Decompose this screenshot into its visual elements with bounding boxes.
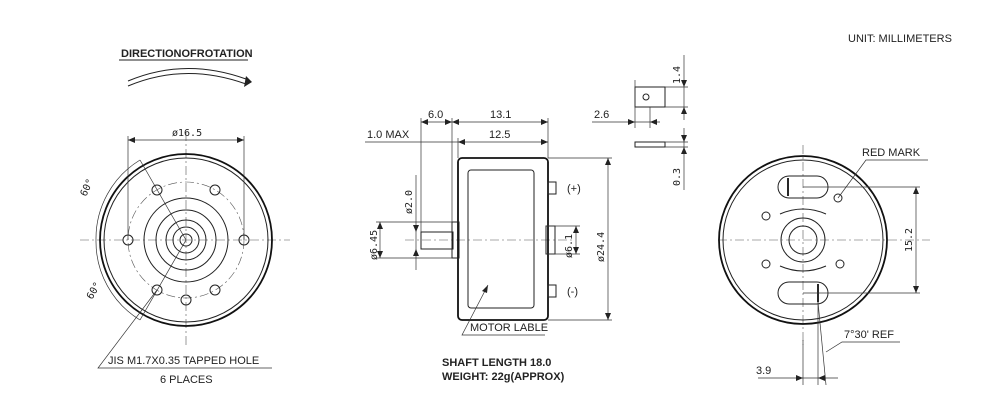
side-view: (+) (-) 6.0 13.1 1.0 MAX 12.5 ø6.45 ø2.0 xyxy=(365,109,612,383)
front-body-outline xyxy=(99,153,273,327)
motor-label-leader xyxy=(461,284,545,336)
dim-0-3-label: 0.3 xyxy=(672,168,683,186)
terminal-minus xyxy=(547,284,557,298)
motor-can xyxy=(457,157,549,321)
dim-6-1-label: ø6.1 xyxy=(564,234,575,258)
terminal-tab-edge xyxy=(634,141,666,148)
front-body-inner xyxy=(103,157,269,323)
shaft-section xyxy=(179,233,193,247)
dim-2-0-label: ø2.0 xyxy=(404,190,415,214)
weight-note: WEIGHT: 22g(APPROX) xyxy=(442,371,565,383)
angle-arc-bottom xyxy=(95,239,141,321)
dim-13-1-label: 13.1 xyxy=(490,109,511,121)
dim-6-0-label: 6.0 xyxy=(428,109,443,121)
front-view: ø16.5 60° 60° JIS M1.7X0.35 TAPPED HOLE … xyxy=(79,128,290,386)
tapped-hole xyxy=(209,284,221,296)
rear-vent-hole xyxy=(761,211,771,221)
diameter-16-5-label: ø16.5 xyxy=(172,128,202,139)
dim-2-6-label: 2.6 xyxy=(594,109,609,121)
red-mark-label: RED MARK xyxy=(862,147,921,159)
terminal-tab-view xyxy=(634,86,666,108)
dim-1-0-max-label: 1.0 MAX xyxy=(367,129,410,141)
brush-arc-top xyxy=(779,208,827,215)
angle-ref-line xyxy=(139,239,187,321)
front-bearing-boss xyxy=(451,221,460,259)
shaft-length-note: SHAFT LENGTH 18.0 xyxy=(442,357,551,369)
tapped-hole-note: JIS M1.7X0.35 TAPPED HOLE xyxy=(108,355,259,367)
angle-ref-leader xyxy=(825,341,900,353)
terminal-tab-hole xyxy=(642,93,650,101)
angle-ref-line xyxy=(817,301,827,386)
minus-terminal-label: (-) xyxy=(567,286,578,298)
tapped-hole-count: 6 PLACES xyxy=(160,374,213,386)
tapped-hole xyxy=(209,184,221,196)
unit-note: UNIT: MILLIMETERS xyxy=(848,33,952,45)
rear-vent-hole xyxy=(835,259,845,269)
angle-60-bottom: 60° xyxy=(85,280,104,301)
vent-hole xyxy=(180,294,192,306)
direction-of-rotation-title: DIRECTIONOFROTATION xyxy=(121,48,253,60)
rear-bushing-boss xyxy=(780,217,826,263)
plus-terminal-label: (+) xyxy=(567,183,581,195)
front-bearing-inner xyxy=(172,226,200,254)
red-mark-leader xyxy=(837,159,928,199)
dim-15-2-label: 15.2 xyxy=(904,228,915,252)
dim-1-4-label: 1.4 xyxy=(672,66,683,84)
rear-bushing xyxy=(788,225,818,255)
angle-7-30-label: 7°30' REF xyxy=(844,329,894,341)
dim-24-4-label: ø24.4 xyxy=(596,232,607,262)
front-bearing xyxy=(165,219,207,261)
tapped-hole xyxy=(151,284,163,296)
rear-vent-hole xyxy=(761,259,771,269)
rear-body-inner xyxy=(722,159,884,321)
hole-note-leader xyxy=(97,289,272,369)
rotation-arrow-icon xyxy=(127,68,252,87)
rear-body-outline xyxy=(718,155,888,325)
tapped-hole xyxy=(151,184,163,196)
motor-label-area xyxy=(467,169,535,309)
terminal-detail: 1.4 2.6 0.3 xyxy=(592,55,688,190)
output-shaft xyxy=(420,231,454,250)
front-boss xyxy=(155,209,217,271)
red-mark-dot xyxy=(833,193,843,203)
dim-3-9-label: 3.9 xyxy=(756,365,771,377)
dim-12-5-label: 12.5 xyxy=(489,129,510,141)
dim-6-45-label: ø6.45 xyxy=(369,230,380,260)
rear-view: RED MARK 15.2 7°30' REF 3.9 xyxy=(718,145,930,386)
terminal-plus xyxy=(547,181,557,195)
front-boss-outer xyxy=(143,197,229,283)
brush-arc-bottom xyxy=(779,265,827,272)
motor-label-text: MOTOR LABLE xyxy=(470,322,548,334)
angle-ref-line xyxy=(139,159,187,241)
angle-arc-top xyxy=(95,159,141,241)
angle-60-top: 60° xyxy=(79,177,97,198)
